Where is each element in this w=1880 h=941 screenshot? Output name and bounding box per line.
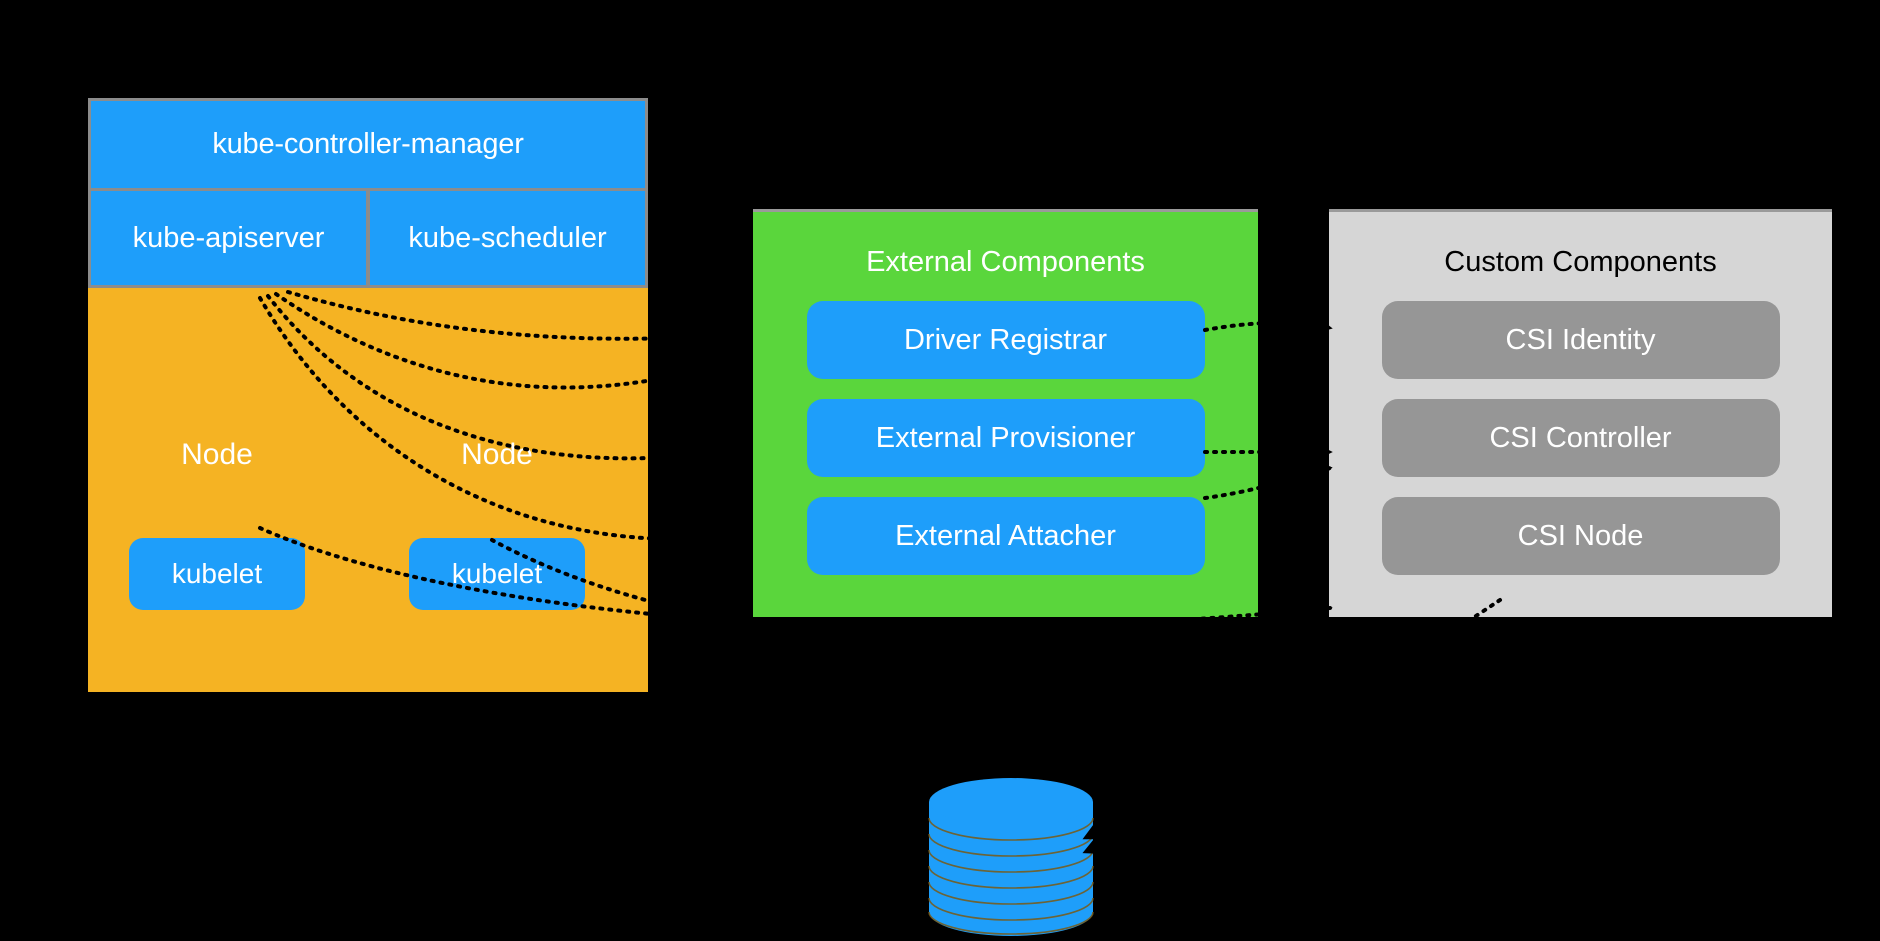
external-provisioner-label: External Provisioner	[875, 421, 1136, 454]
external-attacher-label: External Attacher	[895, 519, 1116, 552]
csi-node-box[interactable]: CSI Node	[1381, 497, 1780, 575]
kubelet-label-2: kubelet	[451, 558, 543, 589]
csi-node-label: CSI Node	[1517, 519, 1644, 552]
database-cylinder-icon	[928, 778, 1094, 936]
kube-controller-manager-box[interactable]: kube-controller-manager	[88, 98, 648, 188]
edge-csi-node-datastore-a	[1082, 618, 1422, 840]
kube-scheduler-label: kube-scheduler	[408, 221, 607, 254]
node-label-1: Node	[181, 438, 253, 471]
kube-apiserver-box[interactable]: kube-apiserver	[88, 188, 368, 288]
edge-csi-node-datastore-b	[1082, 598, 1502, 855]
csi-controller-label: CSI Controller	[1489, 421, 1672, 454]
control-plane-split-row: kube-apiserver kube-scheduler	[88, 188, 648, 288]
kube-controller-manager-label: kube-controller-manager	[212, 128, 524, 160]
csi-identity-box[interactable]: CSI Identity	[1381, 301, 1780, 379]
node-group-2: Node kubelet	[382, 438, 612, 610]
kubelet-box-2[interactable]: kubelet	[409, 538, 585, 610]
external-components-panel: External Components Driver Registrar Ext…	[753, 209, 1258, 617]
kube-scheduler-box[interactable]: kube-scheduler	[368, 188, 648, 288]
node-label-2: Node	[461, 438, 533, 471]
driver-registrar-box[interactable]: Driver Registrar	[806, 301, 1205, 379]
kubelet-label-1: kubelet	[171, 558, 263, 589]
datastore-cylinder[interactable]	[925, 778, 1097, 936]
csi-controller-box[interactable]: CSI Controller	[1381, 399, 1780, 477]
custom-components-box-list: CSI Identity CSI Controller CSI Node	[1329, 301, 1832, 575]
external-attacher-box[interactable]: External Attacher	[806, 497, 1205, 575]
node-group-1: Node kubelet	[102, 438, 332, 610]
external-components-title: External Components	[866, 246, 1145, 278]
external-components-box-list: Driver Registrar External Provisioner Ex…	[753, 301, 1258, 575]
external-provisioner-box[interactable]: External Provisioner	[806, 399, 1205, 477]
custom-components-panel: Custom Components CSI Identity CSI Contr…	[1329, 209, 1832, 617]
custom-components-title: Custom Components	[1444, 246, 1717, 278]
kubelet-box-1[interactable]: kubelet	[129, 538, 305, 610]
worker-nodes-area: Node kubelet Node kubelet	[88, 288, 648, 692]
kubernetes-cluster-panel: kube-controller-manager kube-apiserver k…	[88, 98, 648, 692]
csi-identity-label: CSI Identity	[1505, 323, 1656, 356]
kube-apiserver-label: kube-apiserver	[132, 221, 325, 254]
driver-registrar-label: Driver Registrar	[903, 323, 1108, 356]
